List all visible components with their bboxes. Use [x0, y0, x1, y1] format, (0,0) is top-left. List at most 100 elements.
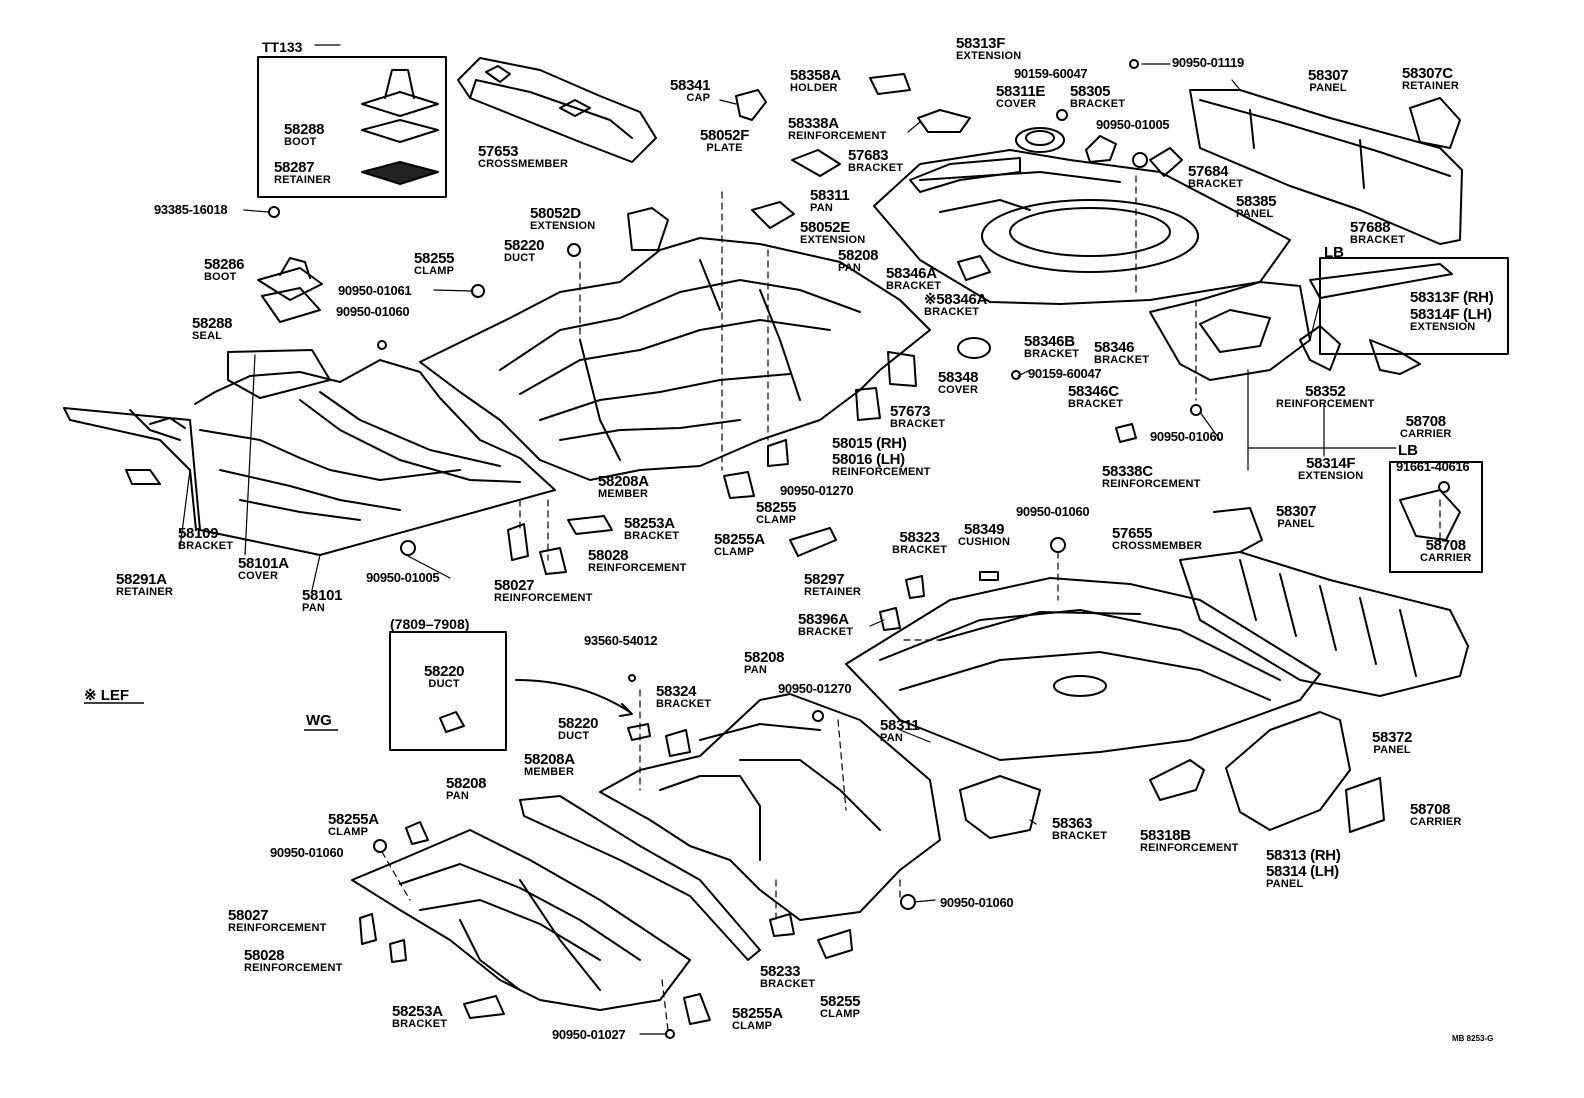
callout: 90950-01027	[552, 1027, 626, 1042]
center-pan-58208	[419, 237, 931, 481]
callout: 90950-01061	[338, 283, 412, 298]
lower-side-panels	[959, 711, 1385, 839]
callout: 58016 (LH)REINFORCEMENT	[832, 451, 931, 478]
date-range-inset-box	[389, 631, 633, 751]
crossmember-57653	[457, 57, 657, 163]
callout: 90950-01270	[780, 483, 854, 498]
small-brackets-lower	[359, 571, 999, 1025]
callout: 93385-16018	[154, 202, 228, 217]
callout: 90950-01005	[1096, 117, 1170, 132]
callout: 90950-01060	[336, 304, 410, 319]
callout: 90950-01060	[270, 845, 344, 860]
rear-floor-pan-58311-lower	[845, 577, 1321, 761]
leader-lines	[179, 44, 1397, 1035]
small-brackets-upper	[125, 73, 1183, 575]
member-58208a-lower	[519, 795, 761, 961]
note-underlines	[84, 702, 338, 731]
date-range-label: (7809–7908)	[390, 616, 470, 632]
tt133-inset-box	[257, 56, 447, 198]
rear-floor-pan-58311-upper	[873, 149, 1291, 305]
callout: 90950-01060	[1150, 429, 1224, 444]
front-floor-pan-58208-lower	[351, 829, 691, 1011]
callout: 58314F (LH)EXTENSION	[1410, 306, 1492, 333]
callout: 90159-60047	[1014, 66, 1088, 81]
front-floor-pan-58101	[63, 257, 556, 556]
lef-note: ※ LEF	[84, 687, 130, 704]
callout: 90950-01005	[366, 570, 440, 585]
tt133-label: TT133	[262, 39, 303, 55]
center-pan-58208-lower	[599, 693, 941, 921]
lb-bottom-label: LB	[1398, 442, 1418, 459]
right-side-parts-upper	[1149, 257, 1509, 573]
callout: 58015 (RH)	[832, 435, 907, 452]
callout: 93560-54012	[584, 633, 658, 648]
callout: 90950-01270	[778, 681, 852, 696]
footer-code: MB 8253-G	[1452, 1034, 1494, 1043]
rear-panel-58307-lower	[1179, 507, 1469, 697]
callout: 90950-01060	[940, 895, 1014, 910]
lb-top-label: LB	[1324, 244, 1344, 261]
callout: 91661-40616	[1396, 459, 1470, 474]
callout: 58313 (RH)	[1266, 847, 1341, 864]
